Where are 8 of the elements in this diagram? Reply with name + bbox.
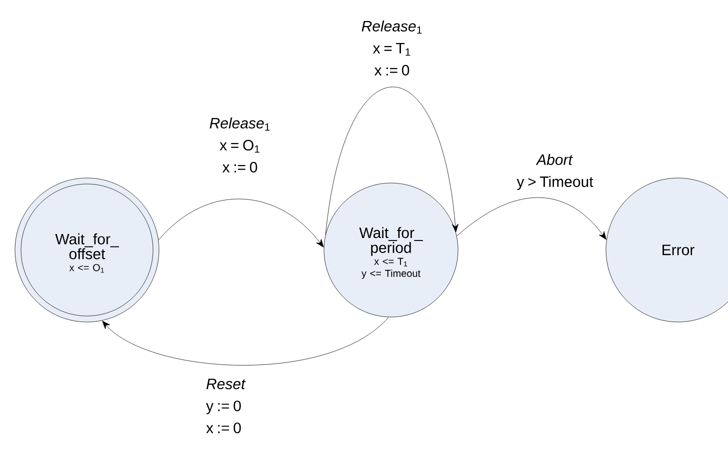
arrow — [158, 198, 324, 248]
arrow — [325, 86, 458, 236]
arrow — [102, 316, 389, 366]
edge-label: Reset y := 0 x := 0 — [205, 378, 251, 434]
edge-label: Release$_{1}$ x = T$_{1}$ x := 0 — [358, 20, 426, 76]
edge-label: Abort y > Timeout — [509, 153, 601, 191]
arrow — [456, 197, 606, 240]
edge-label: Release$_{1}$ x = O$_{1}$ x := 0 — [206, 116, 274, 174]
